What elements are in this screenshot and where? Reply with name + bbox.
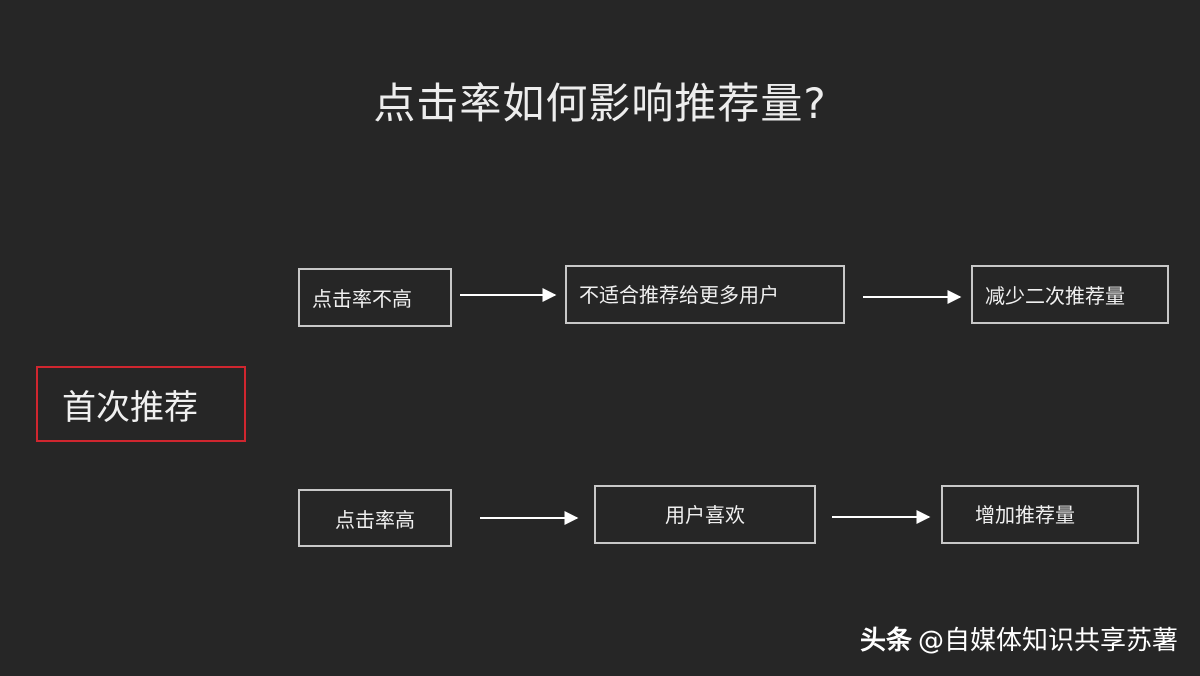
not-suitable-node: 不适合推荐给更多用户 — [565, 265, 845, 324]
reduce-label: 减少二次推荐量 — [985, 284, 1125, 308]
diagram-title: 点击率如何影响推荐量? — [373, 79, 827, 128]
reduce-node: 减少二次推荐量 — [971, 265, 1169, 324]
increase-node: 增加推荐量 — [941, 485, 1139, 544]
watermark-brand: 头条 — [859, 626, 912, 656]
high-ctr-label: 点击率高 — [335, 507, 415, 532]
user-likes-label: 用户喜欢 — [665, 503, 745, 527]
watermark-handle: @自媒体知识共享苏薯 — [917, 626, 1178, 656]
start-node-label: 首次推荐 — [62, 387, 198, 428]
low-ctr-node: 点击率不高 — [298, 268, 452, 327]
low-ctr-label: 点击率不高 — [312, 287, 412, 311]
high-ctr-node: 点击率高 — [298, 489, 452, 547]
start-node: 首次推荐 — [36, 366, 246, 442]
not-suitable-label: 不适合推荐给更多用户 — [579, 283, 779, 307]
increase-label: 增加推荐量 — [975, 503, 1075, 527]
user-likes-node: 用户喜欢 — [594, 485, 816, 544]
watermark: 头条 @自媒体知识共享苏薯 — [860, 620, 1178, 657]
